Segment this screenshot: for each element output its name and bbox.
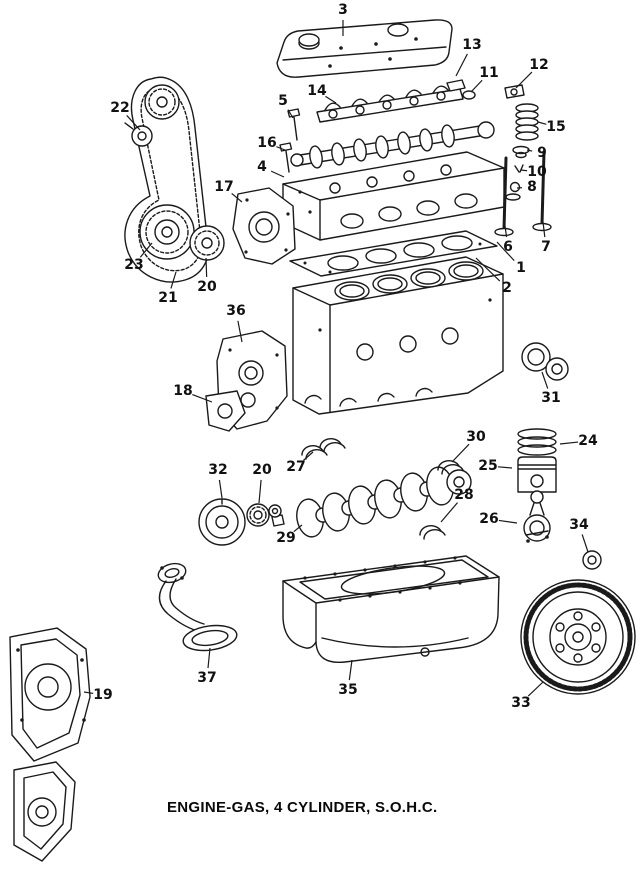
callout-label-23-18: 23 (124, 257, 144, 273)
camshaft-sprocket (144, 84, 180, 120)
callout-label-24-25: 24 (578, 433, 598, 449)
callout-label-18-22: 18 (173, 383, 193, 399)
callout-label-31-23: 31 (541, 390, 561, 406)
callout-label-9-9: 9 (537, 145, 547, 161)
valve-spring-and-retainers (505, 103, 539, 201)
callout-label-15-7: 15 (546, 119, 566, 135)
crank-timing-gear (246, 503, 282, 527)
callout-label-4-10: 4 (257, 159, 267, 175)
callout-label-20-28: 20 (252, 462, 272, 478)
connecting-rod (523, 490, 551, 543)
callout-label-34-33: 34 (569, 517, 589, 533)
callout-label-20-20: 20 (197, 279, 217, 295)
rod-bearings (419, 525, 446, 540)
valve-cover (276, 19, 453, 78)
cylinder-block (292, 256, 504, 415)
camshaft (290, 121, 495, 169)
callout-label-29-32: 29 (276, 530, 296, 546)
callout-label-27-29: 27 (286, 459, 306, 475)
callout-label-14-4: 14 (307, 83, 327, 99)
callout-label-10-11: 10 (527, 164, 547, 180)
callout-label-25-26: 25 (478, 458, 498, 474)
flywheel-spacer (582, 550, 602, 570)
timing-cover-upper (9, 627, 91, 762)
crank-pulley (198, 498, 246, 546)
callout-label-32-27: 32 (208, 462, 228, 478)
timing-cover-lower (13, 761, 76, 862)
diagram-caption: ENGINE-GAS, 4 CYLINDER, S.O.H.C. (167, 799, 438, 816)
piston-rings (517, 428, 557, 456)
callout-label-33-35: 33 (511, 695, 531, 711)
intake-valve (494, 156, 514, 237)
callout-label-36-21: 36 (226, 303, 246, 319)
piston (517, 456, 557, 493)
callout-label-16-8: 16 (257, 135, 277, 151)
callout-label-6-14: 6 (503, 239, 513, 255)
mount-bracket (205, 390, 246, 432)
crankshaft (271, 466, 472, 538)
callout-label-8-13: 8 (527, 179, 537, 195)
callout-label-30-24: 30 (466, 429, 486, 445)
front-cover-plate (232, 187, 296, 265)
callout-label-35-34: 35 (338, 682, 358, 698)
crankshaft-oil-seals (521, 342, 569, 381)
callout-label-3-0: 3 (338, 2, 348, 18)
callout-label-28-30: 28 (454, 487, 474, 503)
callout-label-7-15: 7 (541, 239, 551, 255)
callout-label-19-37: 19 (93, 687, 113, 703)
exhaust-valve (532, 150, 552, 232)
callout-label-2-17: 2 (502, 280, 512, 296)
flywheel (520, 579, 636, 695)
callout-label-26-31: 26 (479, 511, 499, 527)
callout-label-37-36: 37 (197, 670, 217, 686)
oil-pan (282, 555, 500, 664)
callout-label-17-12: 17 (214, 179, 234, 195)
callout-label-22-5: 22 (110, 100, 130, 116)
callout-label-5-6: 5 (278, 93, 288, 109)
callout-label-11-2: 11 (479, 65, 499, 81)
callout-label-12-3: 12 (529, 57, 549, 73)
thrust-bearing (437, 460, 464, 475)
callout-label-21-19: 21 (158, 290, 178, 306)
callout-label-13-1: 13 (462, 37, 482, 53)
oil-pickup-tube (157, 562, 238, 652)
idler-pulley (189, 225, 225, 261)
callout-label-1-16: 1 (516, 260, 526, 276)
